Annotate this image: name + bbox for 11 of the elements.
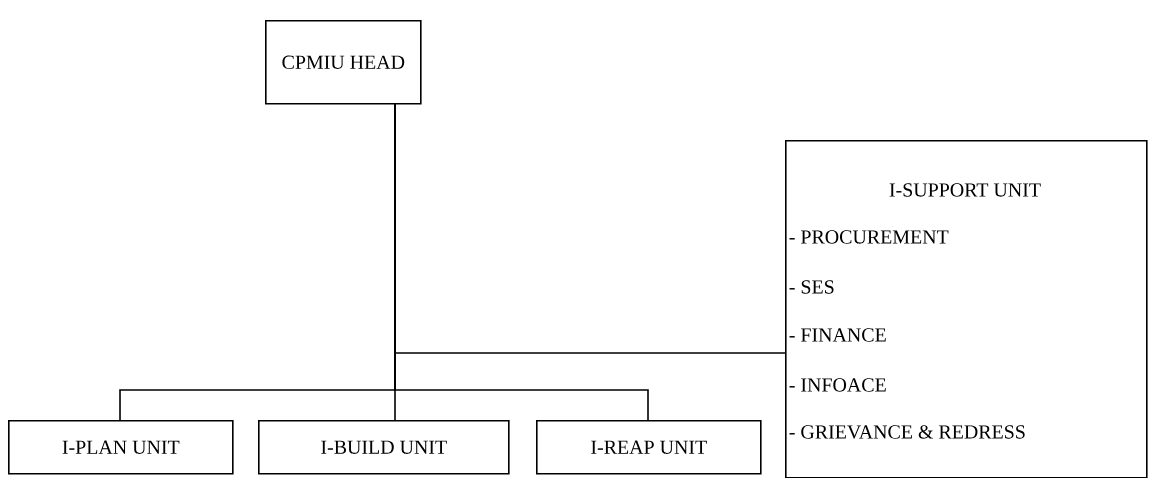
unit-box: CPMIU HEAD xyxy=(265,20,422,105)
unit-box: I-BUILD UNIT xyxy=(258,420,510,475)
list-item: - GRIEVANCE & REDRESS xyxy=(789,425,1025,439)
unit-box: I-REAP UNIT xyxy=(536,420,762,475)
unit-box: I-PLAN UNIT xyxy=(8,420,234,475)
list-item: - FINANCE xyxy=(789,328,886,342)
unit-heading: I-SUPPORT UNIT xyxy=(889,183,1041,197)
connector-line xyxy=(394,102,649,421)
list-item: - PROCUREMENT xyxy=(789,230,949,244)
list-item: - INFOACE xyxy=(789,378,886,392)
list-item: - SES xyxy=(789,280,834,294)
